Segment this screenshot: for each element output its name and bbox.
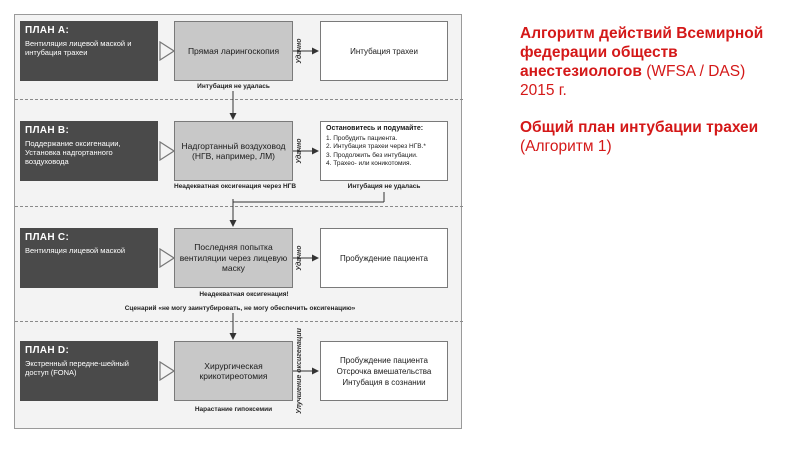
plan-c-title: ПЛАН С:: [25, 232, 70, 243]
plan-b-action: Надгортанный воздуховод (НГВ, например, …: [174, 121, 293, 181]
plan-c-fail-label: Неадекватная оксигенация!: [199, 291, 289, 298]
caption-title-bold: Алгоритм действий Всемирной федерации об…: [520, 25, 764, 80]
caption-subtitle: Общий план интубации трахеи (Алгоритм 1): [520, 118, 782, 156]
slide-caption: Алгоритм действий Всемирной федерации об…: [520, 24, 782, 174]
plan-b-fail-left-label: Неадекватная оксигенация через НГВ: [174, 183, 297, 190]
plan-a-title: ПЛАН А:: [25, 25, 70, 36]
plan-a-fail-label: Интубация не удалась: [197, 83, 270, 90]
plan-b-success-label: Удачно: [296, 138, 303, 164]
plan-b-outcome-item: 3. Продолжить без интубации.: [326, 151, 418, 159]
plan-b-outcome-item: 2. Интубация трахеи через НГВ.*: [326, 143, 426, 151]
plan-d-fail-label: Нарастание гипоксемии: [194, 406, 273, 413]
plan-b-title: ПЛАН В:: [25, 125, 70, 136]
plan-a-success-label: Удачно: [296, 38, 303, 64]
plan-d-title: ПЛАН D:: [25, 345, 70, 356]
plan-b-desc: Поддержание оксигенации, Установка надго…: [25, 139, 121, 166]
plan-b-block: ПЛАН В: Поддержание оксигенации, Установ…: [20, 121, 158, 181]
plan-b-outcome-item: 4. Трахео- или коникотомия.: [326, 160, 412, 168]
plan-d-outcome-line: Интубация в сознании: [342, 377, 426, 387]
separator: [15, 99, 463, 100]
plan-c-desc: Вентиляция лицевой маской: [25, 246, 126, 255]
plan-a-outcome: Интубация трахеи: [320, 21, 448, 81]
plan-b-fail-right-label: Интубация не удалась: [347, 183, 421, 190]
plan-a-action: Прямая ларингоскопия: [174, 21, 293, 81]
plan-c-scenario-label: Сценарий «не могу заинтубировать, не мог…: [124, 305, 356, 312]
chevron-right-icon: [159, 361, 175, 381]
plan-d-desc: Экстренный передне-шейный доступ (FONA): [25, 359, 129, 377]
plan-d-success-label: Улучшение оксигенации: [296, 328, 303, 414]
plan-d-outcome-line: Пробуждение пациента: [340, 355, 428, 365]
chevron-right-icon: [159, 141, 175, 161]
plan-d-action: Хирургическая крикотиреотомия: [174, 341, 293, 401]
plan-c-success-label: Удачно: [296, 245, 303, 271]
plan-d-outcome: Пробуждение пациента Отсрочка вмешательс…: [320, 341, 448, 401]
caption-subtitle-bold: Общий план интубации трахеи: [520, 119, 759, 136]
airway-algorithm-diagram: ПЛАН А: Вентиляция лицевой маской и инту…: [14, 14, 463, 429]
separator: [15, 321, 463, 322]
caption-title: Алгоритм действий Всемирной федерации об…: [520, 24, 782, 100]
plan-c-action: Последняя попытка вентиляции через лицев…: [174, 228, 293, 288]
separator: [15, 206, 463, 207]
plan-a-block: ПЛАН А: Вентиляция лицевой маской и инту…: [20, 21, 158, 81]
plan-a-desc: Вентиляция лицевой маской и интубация тр…: [25, 39, 132, 57]
caption-subtitle-normal: (Алгоритм 1): [520, 138, 612, 155]
plan-c-outcome: Пробуждение пациента: [320, 228, 448, 288]
caption-title-normal: (WFSA / DAS) 2015 г.: [520, 63, 746, 99]
plan-d-outcome-line: Отсрочка вмешательства: [336, 366, 432, 376]
plan-b-outcome: Остановитесь и подумайте: 1. Пробудить п…: [320, 121, 448, 181]
chevron-right-icon: [159, 41, 175, 61]
plan-b-outcome-item: 1. Пробудить пациента.: [326, 134, 398, 142]
plan-c-block: ПЛАН С: Вентиляция лицевой маской: [20, 228, 158, 288]
plan-b-outcome-title: Остановитесь и подумайте:: [326, 125, 424, 132]
chevron-right-icon: [159, 248, 175, 268]
plan-d-block: ПЛАН D: Экстренный передне-шейный доступ…: [20, 341, 158, 401]
